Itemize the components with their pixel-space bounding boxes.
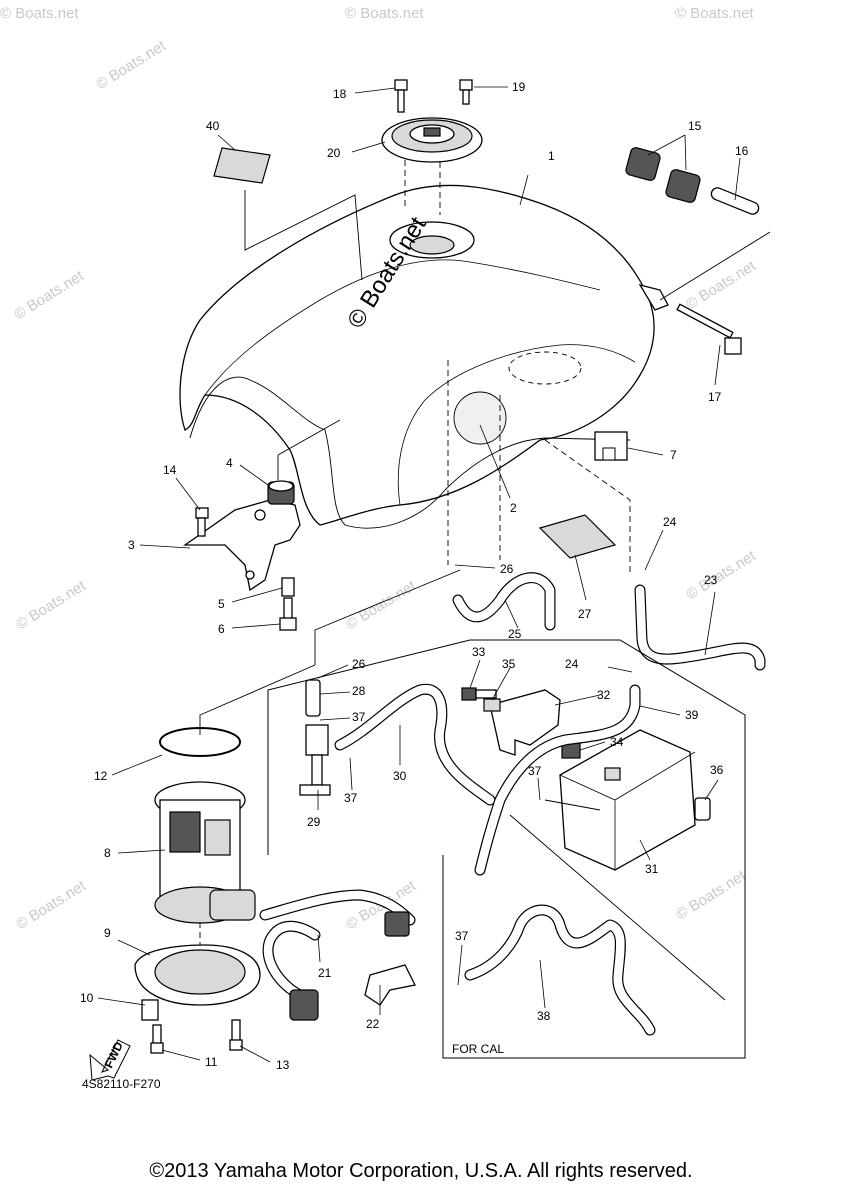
callout-35: 35 [502, 657, 516, 671]
callout-5: 5 [218, 597, 225, 611]
watermark-5: © Boats.net [683, 257, 759, 314]
hose-21 [259, 889, 416, 1021]
callout-15: 15 [688, 119, 702, 133]
watermark-12: © Boats.net [93, 37, 169, 94]
copyright-notice: ©2013 Yamaha Motor Corporation, U.S.A. A… [149, 1160, 693, 1182]
watermark-3: © Boats.net [675, 5, 754, 22]
callout-10: 10 [80, 991, 94, 1005]
callout-31: 31 [645, 862, 659, 876]
hose-30 [334, 683, 496, 806]
watermark-2: © Boats.net [345, 5, 424, 22]
watermark-7: © Boats.net [343, 577, 419, 634]
callout-37-d: 37 [455, 929, 469, 943]
callout-37-c: 37 [528, 764, 542, 778]
bolt-18 [394, 79, 408, 113]
collar-5 [281, 577, 295, 597]
collar-16 [710, 187, 760, 215]
callout-2: 2 [510, 501, 517, 515]
fuel-cap [381, 117, 483, 215]
watermark-11: © Boats.net [673, 867, 749, 924]
bolt-11 [150, 1024, 164, 1054]
hose-39 [474, 684, 641, 876]
sheet-27 [538, 514, 617, 559]
callout-39: 39 [685, 708, 699, 722]
bolt-13 [229, 1019, 243, 1051]
watermark-1: © Boats.net [0, 5, 79, 22]
callout-1: 1 [548, 149, 555, 163]
callout-9: 9 [104, 926, 111, 940]
callout-23: 23 [704, 573, 718, 587]
hose-38 [464, 904, 656, 1036]
cap-36 [694, 797, 711, 821]
hose-25 [452, 572, 556, 631]
for-cal-frame [267, 639, 746, 1059]
callout-37-b: 37 [344, 791, 358, 805]
callout-29: 29 [307, 815, 321, 829]
callout-36: 36 [710, 763, 724, 777]
label-40 [213, 147, 271, 184]
callout-25: 25 [508, 627, 522, 641]
hose-23 [634, 584, 766, 671]
bolt-17 [676, 303, 742, 355]
bracket-32 [489, 689, 561, 756]
bracket-3 [182, 499, 301, 592]
rubber-4 [267, 480, 295, 505]
callout-3: 3 [128, 538, 135, 552]
bolt-6 [279, 597, 297, 631]
callout-11: 11 [205, 1055, 218, 1069]
callout-18: 18 [333, 87, 347, 101]
callout-22: 22 [366, 1017, 380, 1031]
bracket-10 [141, 999, 159, 1021]
for-cal-label: FOR CAL [452, 1042, 504, 1056]
fuel-tank [179, 184, 669, 526]
callout-38: 38 [537, 1009, 551, 1023]
fuel-pump-8 [154, 781, 256, 924]
leader-lines [97, 86, 741, 1063]
watermark-8: © Boats.net [683, 547, 759, 604]
callout-20: 20 [327, 146, 341, 160]
callout-14: 14 [163, 463, 177, 477]
callout-19: 19 [512, 80, 526, 94]
damper-15 [625, 147, 701, 203]
callout-34: 34 [610, 735, 624, 749]
callout-24-a: 24 [663, 515, 677, 529]
callout-28: 28 [352, 684, 366, 698]
callout-8: 8 [104, 846, 111, 860]
watermark-6: © Boats.net [13, 577, 89, 634]
callout-26-b: 26 [352, 657, 366, 671]
callout-6: 6 [218, 622, 225, 636]
callout-33: 33 [472, 645, 486, 659]
callout-27: 27 [578, 607, 592, 621]
callout-26-a: 26 [500, 562, 514, 576]
watermark-9: © Boats.net [13, 877, 89, 934]
pipe-28 [305, 679, 321, 717]
callout-37-a: 37 [352, 710, 366, 724]
callout-24-b: 24 [565, 657, 579, 671]
callout-17: 17 [708, 390, 722, 404]
joint-29 [299, 724, 331, 796]
callout-21: 21 [318, 966, 332, 980]
plate-9 [134, 944, 261, 1006]
callout-40: 40 [206, 119, 220, 133]
callout-32: 32 [597, 688, 611, 702]
drawing-code: 4S82110-F270 [82, 1077, 161, 1091]
callout-labels: 1 2 3 4 5 6 7 8 9 10 11 12 13 14 15 16 1… [80, 80, 749, 1072]
fwd-arrow: FWD [89, 1039, 131, 1081]
watermark-4: © Boats.net [11, 267, 87, 324]
callout-12: 12 [94, 769, 108, 783]
damper-7 [594, 431, 628, 461]
bolt-19 [459, 79, 473, 105]
nut-35 [483, 698, 501, 712]
bolt-14 [195, 507, 209, 537]
joint-22 [364, 964, 416, 1006]
callout-4: 4 [226, 456, 233, 470]
callout-16: 16 [735, 144, 749, 158]
callout-7: 7 [670, 448, 677, 462]
callout-13: 13 [276, 1058, 290, 1072]
callout-30: 30 [393, 769, 407, 783]
canister-31 [559, 729, 696, 871]
bolt-33 [461, 687, 497, 701]
